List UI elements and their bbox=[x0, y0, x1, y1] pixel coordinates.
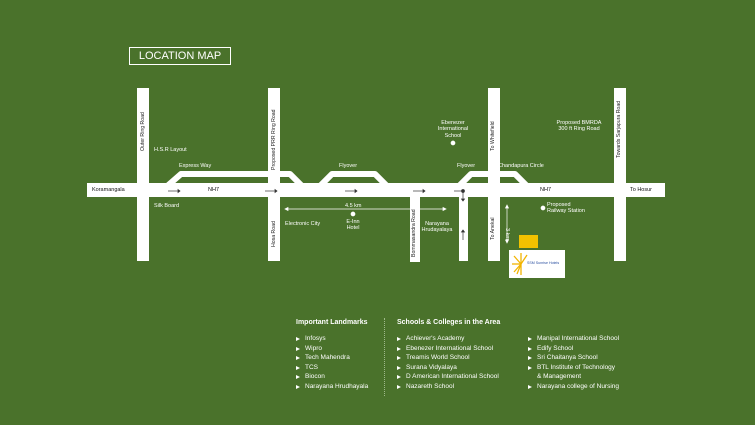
nh7-road bbox=[87, 183, 665, 197]
map-label: Express Way bbox=[179, 163, 212, 169]
list-item: Manipal International School bbox=[528, 334, 619, 344]
map-label: H.S.R Layout bbox=[154, 147, 187, 153]
schools-list-1: Achiever's Academy Ebenezer Internationa… bbox=[397, 334, 499, 392]
list-item: Narayana college of Nursing bbox=[528, 382, 619, 392]
sarjapura-road bbox=[614, 88, 626, 261]
list-item: Ebenezer International School bbox=[397, 344, 499, 354]
road-label: To Anekal bbox=[490, 217, 496, 241]
list-item: Nazareth School bbox=[397, 382, 499, 392]
map-label: Silk Board bbox=[154, 203, 180, 209]
map-label: 4.5 km bbox=[345, 203, 362, 209]
list-item: Treamis World School bbox=[397, 353, 499, 363]
landmarks-list: Infosys Wipro Tech Mahendra TCS Biocon N… bbox=[296, 334, 368, 392]
outer-ring-road bbox=[137, 88, 149, 261]
map-label: Ebenezer International School bbox=[437, 120, 469, 139]
list-item: Wipro bbox=[296, 344, 368, 354]
road-label: Koramangala bbox=[92, 187, 125, 193]
map-label: Electronic City bbox=[285, 221, 321, 227]
map-label: E-Inn Hotel bbox=[346, 219, 360, 232]
page-title: LOCATION MAP bbox=[129, 47, 231, 65]
map-label: Flyover bbox=[339, 163, 358, 169]
list-item: Narayana Hrudhayala bbox=[296, 382, 368, 392]
map-label: Proposed BMRDA 300 ft Ring Road bbox=[556, 120, 602, 133]
schools-heading: Schools & Colleges in the Area bbox=[397, 319, 501, 326]
road-label: Bommasandra Road bbox=[411, 209, 417, 257]
road-label: NH7 bbox=[540, 187, 552, 193]
list-item: Surana Vidyalaya bbox=[397, 363, 499, 373]
list-item: Edify School bbox=[528, 344, 619, 354]
project-logo: SSM Sunrise Hotels bbox=[509, 250, 565, 278]
map-label: Flyover bbox=[457, 163, 476, 169]
bommasandra-road bbox=[410, 197, 420, 262]
map-label: Proposed Railway Station bbox=[547, 202, 585, 215]
logo-text: SSM Sunrise Hotels bbox=[527, 261, 560, 265]
list-item: & Management bbox=[537, 373, 582, 381]
side-road bbox=[459, 197, 468, 261]
list-item: TCS bbox=[296, 363, 368, 373]
map-label: 3 km bbox=[504, 228, 510, 240]
schools-list-2: Manipal International School Edify Schoo… bbox=[528, 334, 619, 392]
road-label: To Hosur bbox=[630, 187, 653, 193]
road-label: To Whitefield bbox=[490, 121, 496, 151]
list-item: Achiever's Academy bbox=[397, 334, 499, 344]
list-item: D American International School bbox=[397, 372, 499, 382]
divider bbox=[384, 318, 385, 396]
road-label: Hosa Road bbox=[271, 221, 277, 247]
flyover-3 bbox=[454, 171, 532, 191]
list-item: BTL Institute of Technology bbox=[528, 363, 619, 373]
list-item: Infosys bbox=[296, 334, 368, 344]
road-label: Outer Ring Road bbox=[140, 112, 146, 151]
project-marker bbox=[519, 235, 538, 248]
list-item: Sri Chaitanya School bbox=[528, 353, 619, 363]
map-label: Chandapura Circle bbox=[498, 163, 544, 169]
road-label: Towards Sarjapura Road bbox=[616, 100, 622, 158]
list-item: Biocon bbox=[296, 372, 368, 382]
landmarks-heading: Important Landmarks bbox=[296, 319, 368, 326]
sun-icon bbox=[512, 253, 528, 275]
express-way-flyover bbox=[163, 171, 307, 191]
road-label: NH7 bbox=[208, 187, 220, 193]
flyover-1 bbox=[315, 171, 392, 191]
list-item: Tech Mahendra bbox=[296, 353, 368, 363]
map-label: Narayana Hrudayalaya bbox=[421, 221, 453, 234]
road-label: Proposed PRR Ring Road bbox=[271, 109, 277, 170]
